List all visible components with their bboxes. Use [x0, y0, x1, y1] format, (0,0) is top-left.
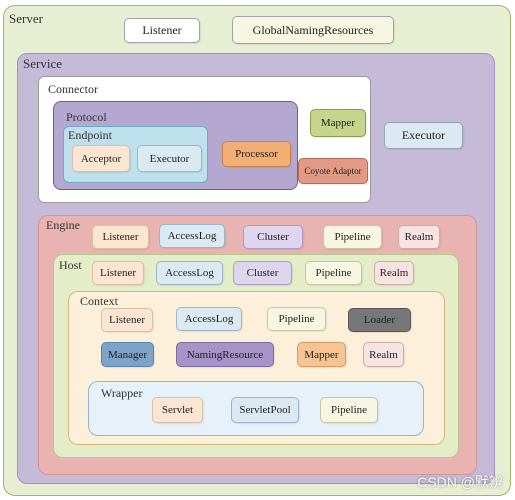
watermark: CSDN @默辨 — [417, 474, 503, 490]
acceptor-box: Acceptor — [72, 145, 130, 172]
wrapper-pipeline-box: Pipeline — [320, 397, 378, 423]
context-pipeline-box: Pipeline — [267, 307, 326, 331]
processor-box: Processor — [222, 141, 291, 167]
host-cluster-box: Cluster — [233, 261, 292, 285]
host-label: Host — [59, 258, 82, 272]
engine-listener-box: Listener — [92, 225, 149, 249]
connector-label: Connector — [48, 82, 98, 96]
context-mapper-box: Mapper — [297, 342, 346, 367]
engine-cluster-box: Cluster — [243, 225, 303, 249]
host-realm-box: Realm — [374, 261, 414, 285]
server-label: Server — [9, 11, 43, 26]
host-access-log-box: AccessLog — [156, 261, 223, 285]
context-realm-box: Realm — [363, 342, 404, 367]
global-naming-resources-box: GlobalNamingResources — [232, 16, 394, 44]
engine-realm-box: Realm — [398, 225, 440, 249]
coyote-adaptor-box: Coyote Adaptor — [298, 158, 368, 184]
context-listener-box: Listener — [101, 308, 153, 332]
service-executor-box: Executor — [384, 122, 463, 149]
engine-pipeline-box: Pipeline — [323, 225, 382, 249]
servlet-box: Servlet — [152, 397, 203, 423]
service-label: Service — [23, 56, 62, 71]
endpoint-label: Endpoint — [68, 128, 112, 142]
mapper-box: Mapper — [310, 109, 366, 137]
host-pipeline-box: Pipeline — [305, 261, 362, 285]
protocol-label: Protocol — [66, 110, 107, 124]
server-listener-box: Listener — [124, 18, 200, 43]
context-access-log-box: AccessLog — [176, 307, 242, 331]
host-listener-box: Listener — [92, 261, 144, 285]
servlet-pool-box: ServletPool — [231, 397, 299, 423]
naming-resource-box: NamingResource — [176, 342, 274, 367]
engine-label: Engine — [46, 218, 80, 232]
wrapper-label: Wrapper — [101, 386, 143, 400]
loader-box: Loader — [348, 308, 411, 332]
manager-box: Manager — [101, 342, 154, 367]
context-label: Context — [80, 294, 118, 308]
engine-access-log-box: AccessLog — [159, 224, 225, 248]
endpoint-executor-box: Executor — [137, 145, 202, 172]
